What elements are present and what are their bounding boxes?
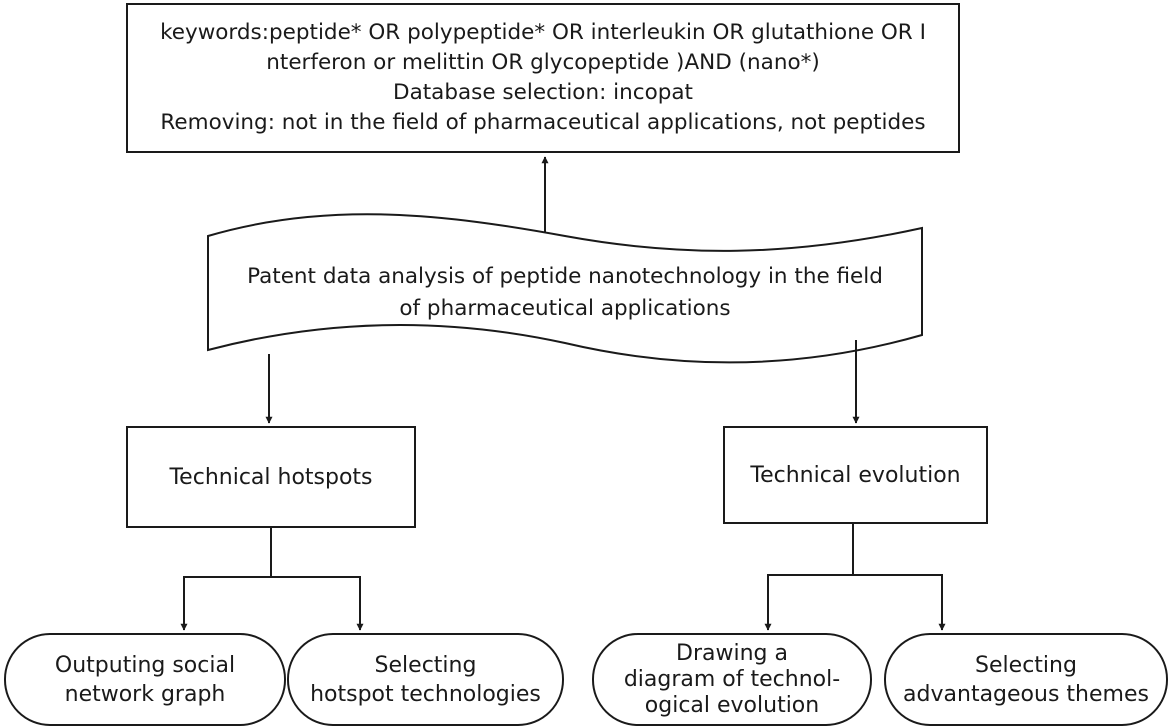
advantageous-themes-node: Selecting advantageous themes bbox=[884, 633, 1168, 726]
social-network-line-1: Outputing social bbox=[54, 652, 236, 678]
technical-hotspots-label: Technical hotspots bbox=[169, 464, 373, 490]
search-keywords-line-1: keywords:peptide* OR polypeptide* OR int… bbox=[160, 20, 926, 45]
hotspot-technologies-line-2: hotspot technologies bbox=[310, 681, 541, 707]
main-topic-label: Patent data analysis of peptide nanotech… bbox=[208, 248, 922, 338]
evolution-diagram-line-1: Drawing a bbox=[676, 640, 788, 666]
technical-evolution-label: Technical evolution bbox=[750, 462, 961, 488]
hotspot-technologies-line-1: Selecting bbox=[374, 652, 477, 678]
search-keywords-line-2: nterferon or melittin OR glycopeptide )A… bbox=[266, 50, 820, 75]
social-network-graph-node: Outputing social network graph bbox=[4, 633, 286, 726]
main-topic-line-2: of pharmaceutical applications bbox=[399, 296, 731, 321]
technical-hotspots-box: Technical hotspots bbox=[126, 426, 416, 528]
social-network-line-2: network graph bbox=[64, 681, 226, 707]
hotspot-technologies-node: Selecting hotspot technologies bbox=[287, 633, 564, 726]
search-criteria-box: keywords:peptide* OR polypeptide* OR int… bbox=[126, 3, 960, 153]
database-selection-line: Database selection: incopat bbox=[393, 80, 693, 105]
removing-criteria-line: Removing: not in the field of pharmaceut… bbox=[160, 110, 926, 135]
main-topic-line-1: Patent data analysis of peptide nanotech… bbox=[247, 264, 883, 289]
advantageous-themes-line-2: advantageous themes bbox=[903, 681, 1149, 707]
topic-banner-shape bbox=[207, 213, 923, 364]
technical-evolution-box: Technical evolution bbox=[723, 426, 988, 524]
evolution-diagram-node: Drawing a diagram of technol- ogical evo… bbox=[592, 633, 872, 726]
evolution-diagram-line-2: diagram of technol- bbox=[623, 666, 841, 692]
advantageous-themes-line-1: Selecting bbox=[975, 652, 1077, 678]
evolution-diagram-line-3: ogical evolution bbox=[644, 692, 820, 718]
